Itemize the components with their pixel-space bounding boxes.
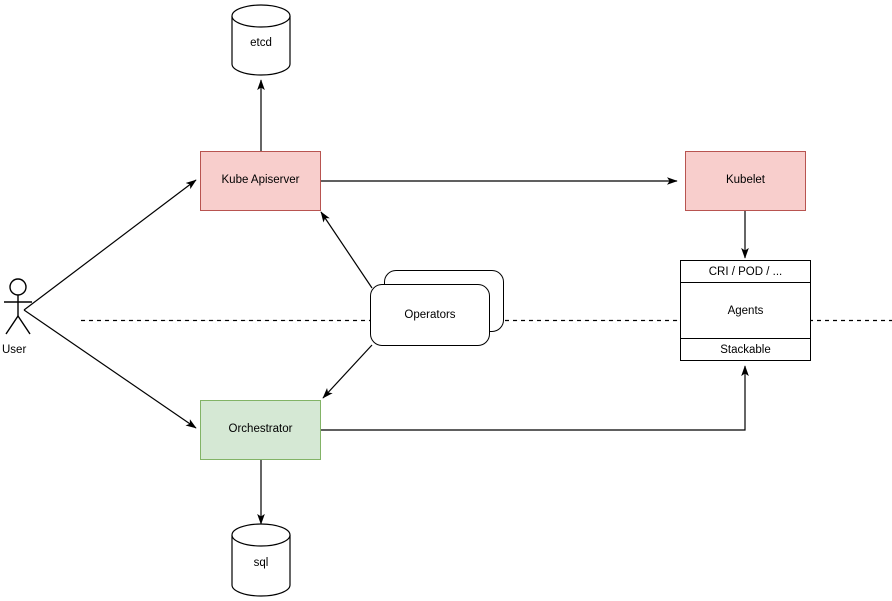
node-kubelet-label: Kubelet [725, 174, 765, 187]
node-sql-label: sql [253, 557, 269, 569]
node-agents-cri-pod-label: CRI / POD / ... [708, 265, 783, 278]
node-orchestrator[interactable]: Orchestrator [200, 400, 321, 460]
node-agents-group[interactable]: CRI / POD / ... Agents Stackable [680, 260, 811, 361]
node-kubelet[interactable]: Kubelet [685, 151, 806, 211]
node-etcd-label: etcd [250, 37, 272, 49]
node-operators-label-wrap: Operators [370, 284, 490, 346]
user-stick-figure-icon [4, 278, 32, 335]
node-kube-apiserver-label: Kube Apiserver [221, 174, 300, 187]
edge-user-to-apiserver [23, 179, 197, 311]
node-sql[interactable]: sql [231, 522, 291, 598]
edge-operators-to-apiserver [320, 211, 373, 289]
node-kube-apiserver[interactable]: Kube Apiserver [200, 151, 321, 211]
edge-operators-to-orchestrator [322, 344, 373, 399]
edge-user-to-orchestrator [23, 309, 197, 429]
node-agents-stackable[interactable]: Stackable [681, 338, 810, 360]
node-orchestrator-label: Orchestrator [228, 423, 293, 436]
node-agents-stackable-label: Stackable [720, 343, 771, 356]
actor-user[interactable]: User [2, 278, 48, 356]
node-operators[interactable]: Operators [370, 270, 504, 346]
node-operators-front-sheet [370, 284, 490, 346]
node-agents-middle[interactable]: Agents [681, 283, 810, 338]
node-etcd[interactable]: etcd [231, 4, 291, 76]
node-agents-middle-label: Agents [727, 304, 764, 317]
actor-user-label: User [2, 344, 27, 356]
node-operators-label: Operators [404, 309, 456, 321]
node-agents-cri-pod[interactable]: CRI / POD / ... [681, 261, 810, 283]
edge-orchestrator-to-stackable [321, 365, 749, 431]
